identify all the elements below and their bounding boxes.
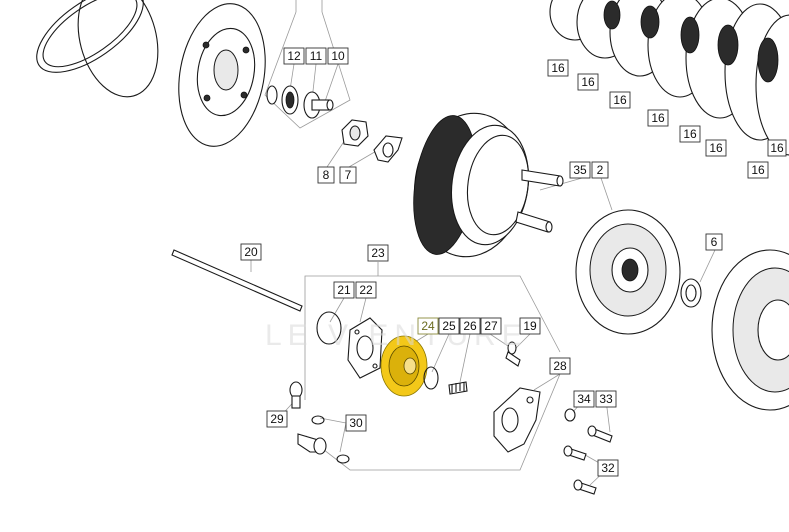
callout-16-1[interactable]: 16 xyxy=(547,59,569,77)
clutch-ring-large xyxy=(36,0,159,98)
gasket-22 xyxy=(347,317,383,379)
svg-text:20: 20 xyxy=(244,245,258,259)
callout-28[interactable]: 28 xyxy=(549,357,571,375)
svg-text:16: 16 xyxy=(751,163,765,177)
svg-text:21: 21 xyxy=(337,283,351,297)
banjo-fitting xyxy=(297,433,327,455)
sealing-washers-30 xyxy=(311,415,350,464)
slave-cylinder-body-28 xyxy=(493,387,541,453)
callout-16-7[interactable]: 16 xyxy=(747,161,769,179)
svg-text:35: 35 xyxy=(573,163,587,177)
svg-text:11: 11 xyxy=(310,49,323,63)
callout-7[interactable]: 7 xyxy=(339,166,357,184)
callout-16-6[interactable]: 16 xyxy=(705,139,727,157)
svg-text:8: 8 xyxy=(323,168,330,182)
svg-text:25: 25 xyxy=(442,319,456,333)
svg-text:28: 28 xyxy=(553,359,567,373)
washer-12 xyxy=(266,85,278,105)
callout-35[interactable]: 35 xyxy=(569,161,591,179)
primary-gear xyxy=(711,249,789,411)
callout-8[interactable]: 8 xyxy=(317,166,335,184)
svg-text:12: 12 xyxy=(287,49,301,63)
push-rod-20 xyxy=(171,249,303,312)
svg-text:16: 16 xyxy=(683,127,697,141)
lock-washer-7 xyxy=(373,135,403,163)
o-ring-25 xyxy=(423,366,439,390)
pin-10 xyxy=(303,91,334,119)
callout-16-2[interactable]: 16 xyxy=(577,73,599,91)
svg-text:16: 16 xyxy=(551,61,565,75)
callout-10[interactable]: 10 xyxy=(327,47,349,65)
callout-21[interactable]: 21 xyxy=(333,281,355,299)
callout-12[interactable]: 12 xyxy=(283,47,305,65)
callout-30[interactable]: 30 xyxy=(345,414,367,432)
callout-16-8[interactable]: 16 xyxy=(767,139,787,157)
svg-text:30: 30 xyxy=(349,416,363,430)
pressure-plate xyxy=(178,3,266,147)
spring-26 xyxy=(448,381,468,395)
callout-22[interactable]: 22 xyxy=(355,281,377,299)
nut-8 xyxy=(341,119,369,147)
o-ring-21 xyxy=(316,311,342,345)
callout-34[interactable]: 34 xyxy=(573,390,595,408)
svg-text:33: 33 xyxy=(599,392,613,406)
washer-6 xyxy=(680,278,702,308)
callout-19[interactable]: 19 xyxy=(519,317,541,335)
bleed-valve-19 xyxy=(505,341,521,367)
callout-2[interactable]: 2 xyxy=(591,161,609,179)
svg-text:16: 16 xyxy=(770,141,784,155)
svg-text:27: 27 xyxy=(484,319,498,333)
callout-16-3[interactable]: 16 xyxy=(609,91,631,109)
svg-text:16: 16 xyxy=(581,75,595,89)
svg-text:16: 16 xyxy=(651,111,665,125)
callout-32[interactable]: 32 xyxy=(597,459,619,477)
svg-text:16: 16 xyxy=(709,141,723,155)
svg-text:7: 7 xyxy=(345,168,352,182)
callout-23[interactable]: 23 xyxy=(367,244,389,262)
bolts-34-33-32 xyxy=(563,408,613,495)
callouts: 12 11 10 8 7 16 16 16 16 16 16 16 16 35 … xyxy=(240,47,787,477)
svg-text:2: 2 xyxy=(597,163,604,177)
banjo-bolt-29 xyxy=(289,381,303,409)
callout-6[interactable]: 6 xyxy=(705,233,723,251)
svg-text:19: 19 xyxy=(523,319,537,333)
svg-text:32: 32 xyxy=(601,461,615,475)
svg-text:23: 23 xyxy=(371,246,385,260)
friction-plates-stack xyxy=(549,0,789,156)
rods-35 xyxy=(515,169,564,233)
callout-20[interactable]: 20 xyxy=(240,243,262,261)
clutch-basket xyxy=(413,112,530,258)
callout-11[interactable]: 11 xyxy=(305,47,327,65)
callout-24[interactable]: 24 xyxy=(417,317,439,335)
svg-text:10: 10 xyxy=(331,49,345,63)
svg-text:26: 26 xyxy=(463,319,477,333)
callout-16-4[interactable]: 16 xyxy=(647,109,669,127)
inner-hub-2 xyxy=(575,209,681,335)
svg-text:16: 16 xyxy=(613,93,627,107)
callout-33[interactable]: 33 xyxy=(595,390,617,408)
svg-text:6: 6 xyxy=(711,235,718,249)
callout-29[interactable]: 29 xyxy=(266,410,288,428)
callout-25[interactable]: 25 xyxy=(438,317,460,335)
svg-text:34: 34 xyxy=(577,392,591,406)
svg-text:29: 29 xyxy=(270,412,284,426)
svg-text:24: 24 xyxy=(421,319,435,333)
callout-26[interactable]: 26 xyxy=(459,317,481,335)
callout-16-5[interactable]: 16 xyxy=(679,125,701,143)
bearing-11 xyxy=(281,85,299,115)
svg-text:22: 22 xyxy=(359,283,373,297)
piston-24-highlight xyxy=(380,335,428,397)
callout-27[interactable]: 27 xyxy=(480,317,502,335)
